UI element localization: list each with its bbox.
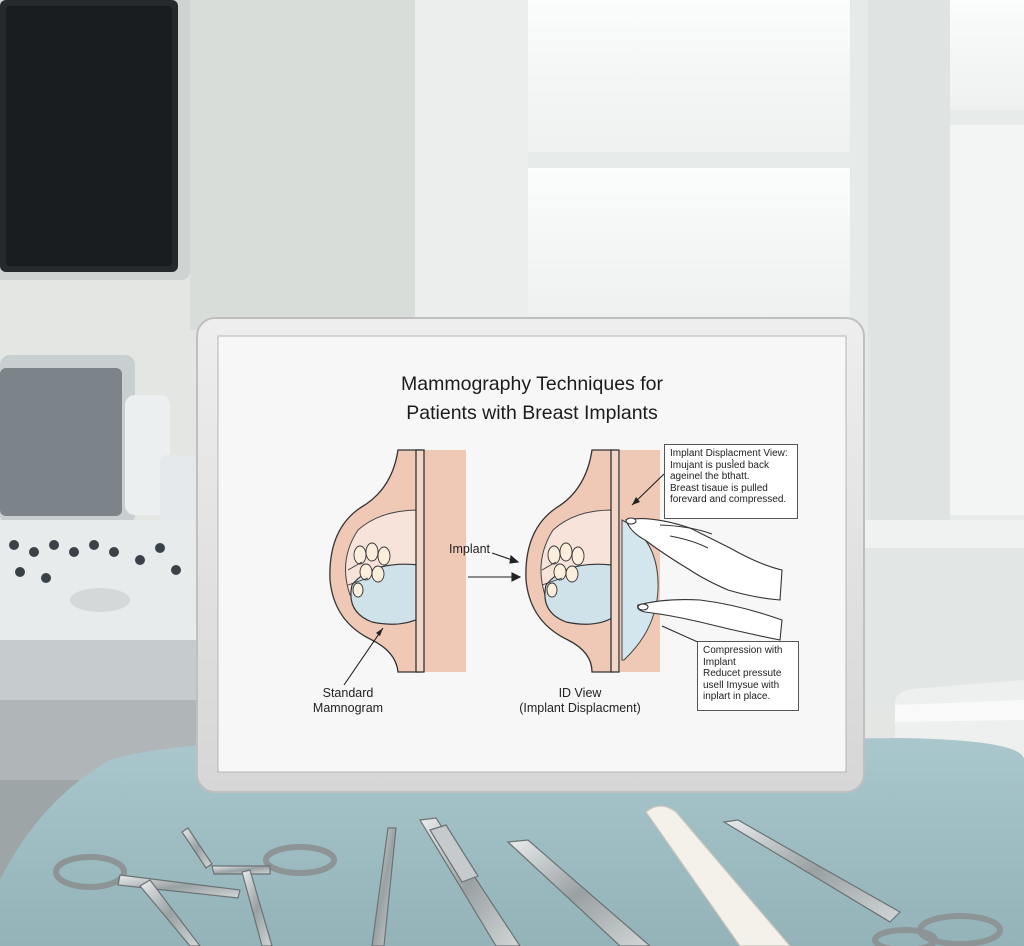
id-view-label: ID View (Implant Displacment)	[500, 686, 660, 716]
displacement-line-2: Imujant is pusl̀ed back	[670, 459, 769, 471]
surgical-instruments	[53, 805, 1003, 946]
hands-illustration	[625, 517, 783, 641]
displacement-line-4: Breast tisaue is pulled	[670, 482, 768, 494]
compression-line-2: Implant	[703, 656, 736, 668]
displacement-line-3: ageinel the bthatt.	[670, 471, 750, 482]
compression-line-4: usell Imysue with	[703, 679, 780, 691]
window	[415, 0, 1024, 708]
standard-mammogram-label: Standard Mamnogram	[288, 686, 408, 716]
compression-line-3: Reducet pressute	[703, 668, 782, 679]
compression-callout: Compression with Implant Reducet pressut…	[697, 641, 799, 711]
displacement-line-5: forevard and compressed.	[670, 494, 787, 505]
displacement-view-callout: Implant Displacment View: Imujant is pus…	[664, 444, 798, 519]
slide-title-line-1: Mammography Techniques for	[401, 373, 663, 395]
wall-monitor	[0, 0, 190, 280]
id-label-line-2: (Implant Displacment)	[519, 701, 641, 715]
implant-label: Implant	[449, 542, 490, 556]
standard-label-line-2: Mamnogram	[312, 701, 384, 715]
compression-line-1: Compression with	[703, 645, 783, 656]
slide-title: Mammography Techniques for Patients with…	[218, 370, 846, 428]
implant-arrows	[468, 552, 522, 582]
tablet-screen: Mammography Techniques for Patients with…	[218, 336, 846, 772]
displacement-line-1: Implant Displacment View:	[670, 448, 788, 459]
compression-line-5: inplart in place.	[703, 691, 771, 702]
standard-label-line-1: Standard	[322, 686, 374, 700]
id-view-diagram	[525, 449, 665, 673]
slide-title-line-2: Patients with Breast Implants	[406, 402, 658, 424]
id-label-line-1: ID View	[558, 686, 602, 700]
standard-mammogram-diagram	[329, 449, 466, 686]
